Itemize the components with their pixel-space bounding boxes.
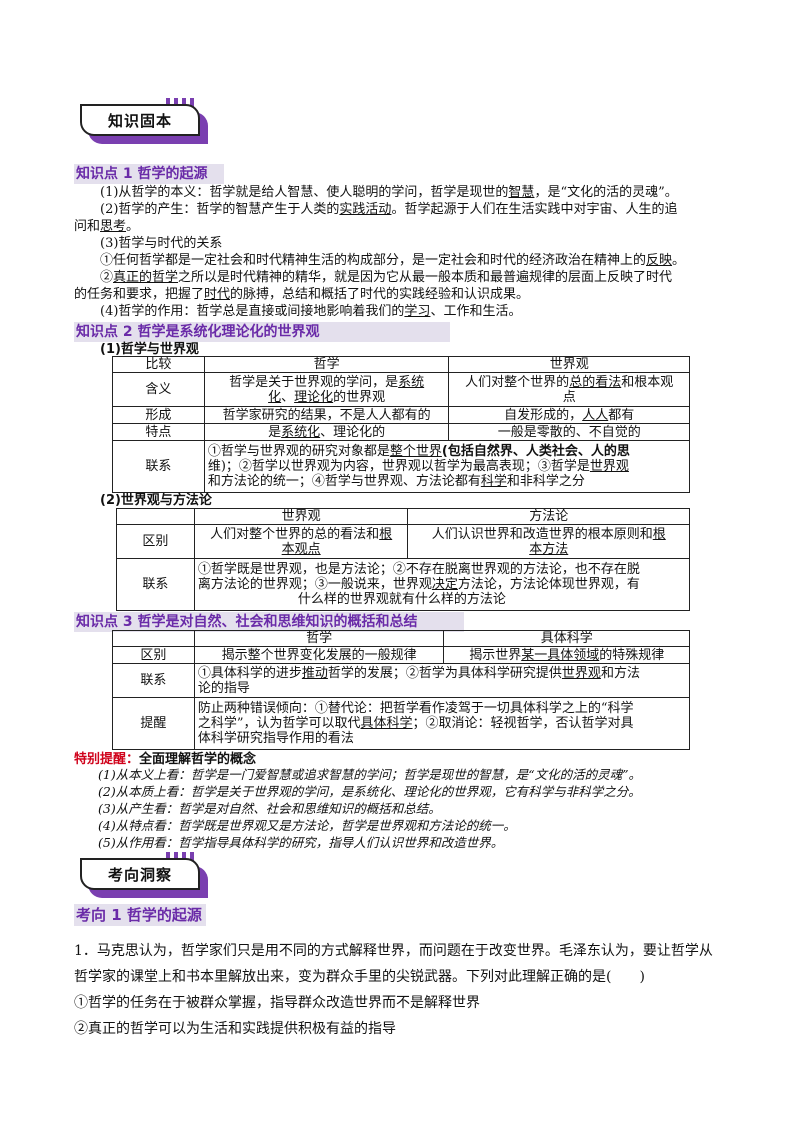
question-line-1: 1．马克思认为，哲学家们只是用不同的方式解释世界，而问题在于改变世界。毛泽东认为…: [74, 943, 713, 959]
table-row: 形成 哲学家研究的结果，不是人人都有的 自发形成的，人人都有: [112, 406, 690, 424]
table-philosophy-science: 哲学 具体科学 区别 揭示整个世界变化发展的一般规律 揭示世界某一具体领域的特殊…: [112, 630, 691, 750]
question-option-1: ①哲学的任务在于被群众掌握，指导群众改造世界而不是解释世界: [74, 995, 480, 1011]
table-philosophy-worldview: 比较 哲学 世界观 含义 哲学是关于世界观的学问，是系统化、理论化的世界观 人们…: [112, 356, 691, 493]
kp2-sub2: (2)世界观与方法论: [100, 493, 212, 508]
kp1-line1: (1)从哲学的本义：哲学就是给人智慧、使人聪明的学问，哲学是现世的智慧，是“文化…: [100, 185, 678, 200]
kp1-line7: 的任务和要求，把握了时代的脉搏，总结和概括了时代的实践经验和认识成果。: [74, 287, 530, 302]
special-item-5: (5)从作用看：哲学指导具体科学的研究，指导人们认识世界和改造世界。: [98, 835, 504, 850]
kp2-sub1: (1)哲学与世界观: [100, 342, 199, 357]
kp3-title: 知识点 3 哲学是对自然、社会和思维知识的概括和总结: [74, 612, 464, 632]
kx1-title: 考向 1 哲学的起源: [74, 904, 206, 926]
kp1-line6: ②真正的哲学之所以是时代精神的精华，就是因为它从最一般本质和最普遍规律的层面上反…: [100, 270, 673, 285]
kp1-line5: ①任何哲学都是一定社会和时代精神生活的构成部分，是一定社会和时代的经济政治在精神…: [100, 253, 686, 268]
special-item-1: (1)从本义上看：哲学是一门爱智慧或追求智慧的学问；哲学是现世的智慧，是“文化的…: [98, 767, 641, 782]
kp1-line2: (2)哲学的产生：哲学的智慧产生于人类的实践活动。哲学起源于人们在生活实践中对宇…: [100, 202, 678, 217]
badge-title: 考向洞察: [80, 858, 200, 890]
kp1-line4: (3)哲学与时代的关系: [100, 236, 223, 251]
table-row: 联系 ①具体科学的进步推动哲学的发展；②哲学为具体科学研究提供世界观和方法论的指…: [112, 663, 691, 698]
kp1-title: 知识点 1 哲学的起源: [74, 164, 224, 184]
table-row: 含义 哲学是关于世界观的学问，是系统化、理论化的世界观 人们对整个世界的总的看法…: [112, 372, 690, 407]
table-worldview-methodology: 世界观 方法论 区别 人们对整个世界的总的看法和根本观点 人们认识世界和改造世界…: [116, 508, 691, 611]
badge-title: 知识固本: [80, 104, 200, 136]
table-row: 比较 哲学 世界观: [112, 356, 690, 373]
section-badge-kaoxiang: 考向洞察: [80, 852, 212, 900]
special-item-3: (3)从产生看：哲学是对自然、社会和思维知识的概括和总结。: [98, 801, 441, 816]
question-line-2: 哲学家的课堂上和书本里解放出来，变为群众手里的尖锐武器。下列对此理解正确的是( …: [74, 969, 645, 985]
special-item-2: (2)从本质上看：哲学是关于世界观的学问，是系统化、理论化的世界观，它有科学与非…: [98, 784, 641, 799]
table-row: 区别 人们对整个世界的总的看法和根本观点 人们认识世界和改造世界的根本原则和根本…: [116, 524, 690, 559]
kp1-line8: (4)哲学的作用：哲学总是直接或间接地影响着我们的学习、工作和生活。: [100, 304, 522, 319]
special-item-4: (4)从特点看：哲学既是世界观又是方法论，哲学是世界观和方法论的统一。: [98, 818, 516, 833]
table-row: 区别 揭示整个世界变化发展的一般规律 揭示世界某一具体领域的特殊规律: [112, 646, 690, 664]
kp2-title: 知识点 2 哲学是系统化理论化的世界观: [74, 322, 450, 342]
table-row: 特点 是系统化、理论化的 一般是零散的、不自觉的: [112, 423, 690, 441]
table-row: 联系 ①哲学与世界观的研究对象都是整个世界(包括自然界、人类社会、人的思维)；②…: [112, 440, 691, 493]
table-row: 世界观 方法论: [116, 508, 690, 525]
table-row: 提醒 防止两种错误倾向：①替代论：把哲学看作凌驾于一切具体科学之上的“科学之科学…: [112, 697, 691, 750]
kp1-line3: 问和思考。: [74, 219, 140, 234]
table-row: 联系 ①哲学既是世界观，也是方法论；②不存在脱离世界观的方法论，也不存在脱离方法…: [116, 558, 691, 611]
table-row: 哲学 具体科学: [112, 630, 690, 647]
special-reminder-heading: 特别提醒：全面理解哲学的概念: [74, 752, 257, 767]
section-badge-zhishi: 知识固本: [80, 98, 212, 146]
question-option-2: ②真正的哲学可以为生活和实践提供积极有益的指导: [74, 1021, 396, 1037]
